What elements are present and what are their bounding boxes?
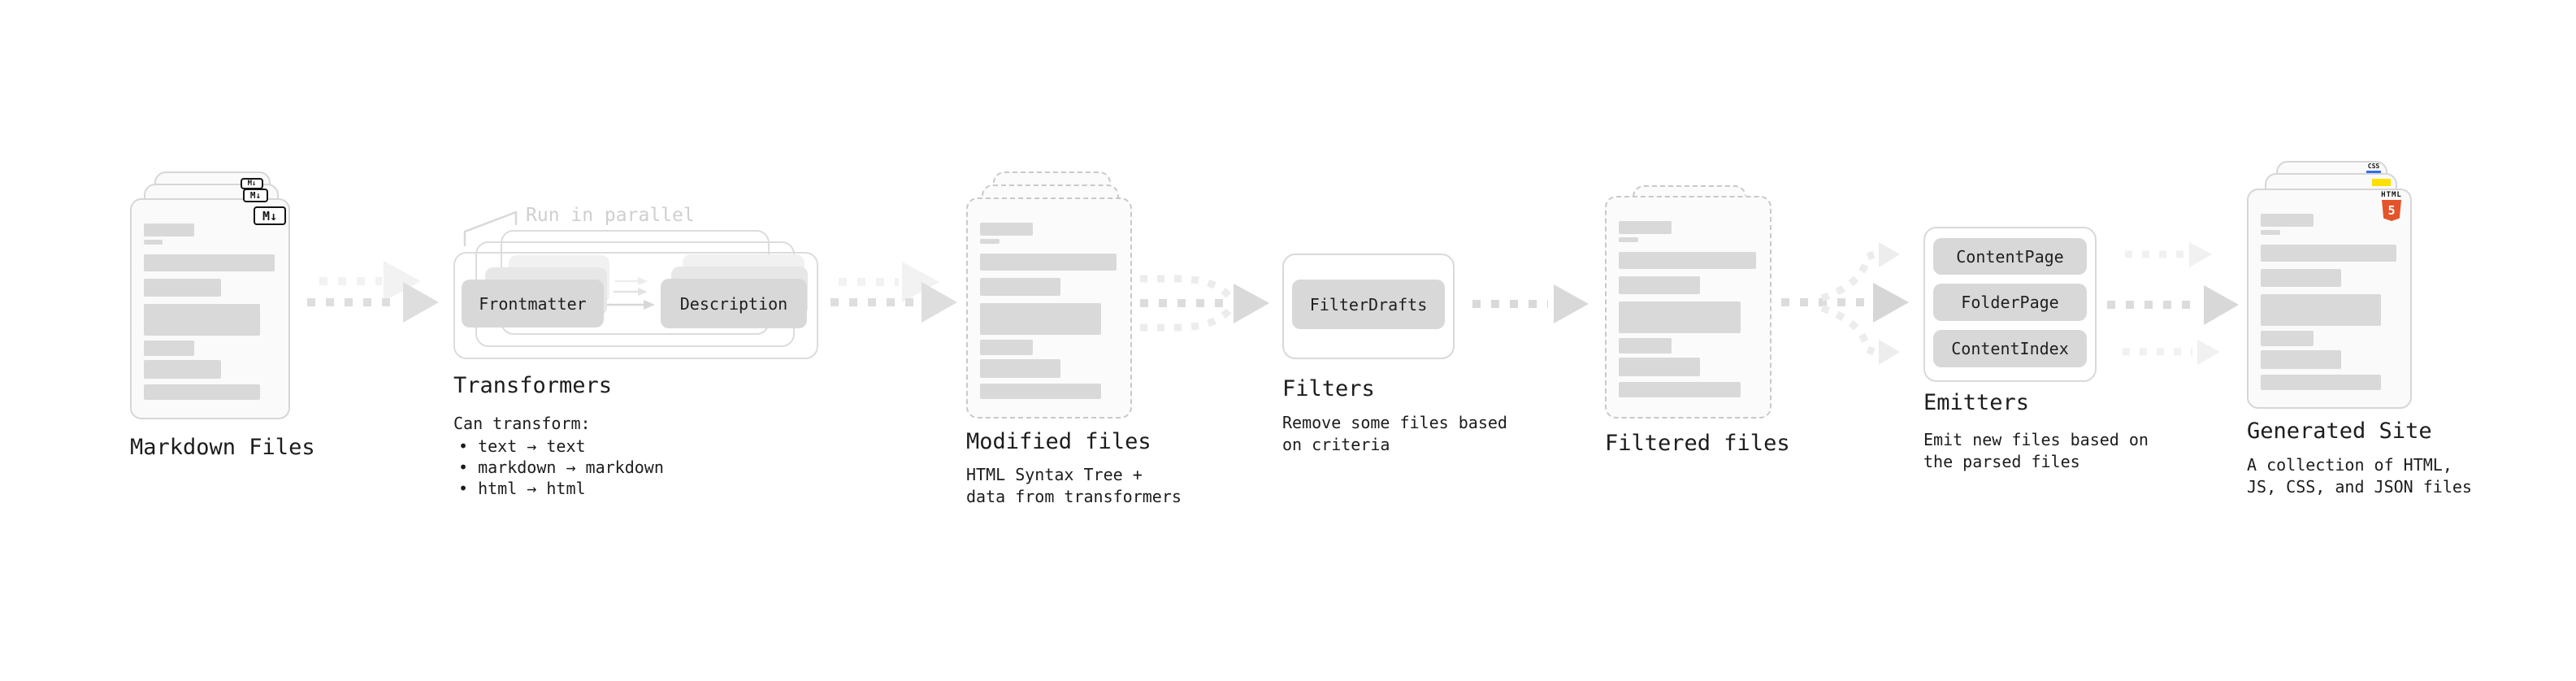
contentpage-node: ContentPage [1933, 238, 2087, 275]
skeleton-bar [2261, 214, 2314, 227]
caption-line: HTML Syntax Tree + [966, 465, 1143, 484]
skeleton-bar [1619, 252, 1756, 269]
skeleton-bar [144, 223, 195, 236]
caption-line: Emit new files based on [1923, 430, 2149, 449]
css-icon-underline [2366, 171, 2381, 173]
modified-file-card-front [966, 197, 1132, 419]
generated-site-label: Generated Site [2247, 419, 2432, 444]
arrow-emitters-to-site [2107, 242, 2239, 365]
skeleton-bar [2261, 331, 2314, 346]
skeleton-bar [144, 254, 275, 271]
transformers-bullet: • html → html [458, 479, 586, 498]
document-skeleton [980, 223, 1119, 399]
skeleton-bar [2261, 245, 2396, 262]
contentindex-node: ContentIndex [1933, 330, 2087, 367]
skeleton-bar [1619, 338, 1672, 354]
html5-icon: HTML 5 [2381, 192, 2402, 221]
skeleton-bar [144, 304, 260, 336]
skeleton-bar [980, 359, 1061, 378]
skeleton-bar [980, 384, 1101, 399]
filtered-file-card-front [1605, 196, 1772, 419]
filters-label: Filters [1282, 376, 1375, 401]
caption-line: the parsed files [1923, 452, 2080, 471]
folderpage-node: FolderPage [1933, 284, 2087, 321]
filters-caption: Remove some files based on criteria [1282, 412, 1507, 456]
skeleton-bar [2261, 375, 2381, 390]
skeleton-bar [980, 340, 1033, 355]
html5-icon-shield: 5 [2382, 200, 2401, 221]
markdown-files-label: Markdown Files [130, 435, 315, 460]
transformers-label: Transformers [453, 373, 613, 398]
arrow-markdown-to-transformers [307, 261, 439, 323]
arrow-modified-to-filters [1140, 275, 1269, 332]
document-skeleton [2261, 214, 2399, 390]
skeleton-bar [980, 254, 1117, 271]
skeleton-bar [144, 340, 195, 356]
filterdrafts-node: FilterDrafts [1292, 280, 1445, 329]
markdown-icon: M↓ [254, 206, 286, 225]
transformers-bullet: • text → text [458, 436, 586, 456]
skeleton-bar [1619, 358, 1700, 376]
skeleton-bar [1619, 276, 1700, 294]
skeleton-bar [144, 384, 260, 400]
caption-line: A collection of HTML, [2247, 455, 2452, 475]
skeleton-bar [2261, 350, 2341, 369]
js-file-icon [2372, 179, 2391, 186]
skeleton-bar [1619, 221, 1672, 234]
frontmatter-node: Frontmatter [462, 280, 604, 327]
skeleton-bar [2261, 294, 2381, 326]
generated-site-caption: A collection of HTML,JS, CSS, and JSON f… [2247, 454, 2472, 498]
css-file-icon: CSS [2366, 163, 2381, 173]
caption-line: Remove some files based [1282, 413, 1507, 432]
markdown-icon: M↓ [241, 178, 263, 189]
skeleton-bar [980, 239, 1000, 244]
markdown-file-card-front [130, 198, 290, 419]
modified-files-caption: HTML Syntax Tree + data from transformers [966, 464, 1182, 508]
skeleton-bar [144, 360, 222, 379]
transformers-caption-title: Can transform: [453, 414, 591, 433]
skeleton-bar [980, 303, 1101, 335]
css-icon-label: CSS [2367, 163, 2380, 170]
html5-icon-number: 5 [2387, 203, 2396, 218]
caption-line: on criteria [1282, 435, 1390, 454]
skeleton-bar [144, 240, 163, 245]
html5-icon-label: HTML [2381, 191, 2402, 199]
skeleton-bar [1619, 237, 1639, 242]
skeleton-bar [2261, 230, 2280, 235]
skeleton-bar [980, 278, 1061, 296]
markdown-icon: M↓ [243, 189, 268, 202]
arrow-filters-to-filtered [1472, 284, 1589, 323]
modified-files-label: Modified files [966, 429, 1151, 454]
arrow-filtered-to-emitters [1781, 242, 1909, 365]
skeleton-bar [1619, 301, 1741, 333]
emitters-label: Emitters [1923, 390, 2030, 415]
document-skeleton [144, 223, 277, 400]
transformers-frame-front [453, 252, 818, 359]
emitters-caption: Emit new files based on the parsed files [1923, 429, 2149, 473]
description-node: Description [661, 279, 807, 328]
site-file-card-front [2247, 189, 2412, 409]
filtered-files-label: Filtered files [1605, 431, 1790, 456]
document-skeleton [1619, 221, 1759, 397]
caption-line: JS, CSS, and JSON files [2247, 477, 2472, 497]
skeleton-bar [144, 279, 222, 297]
arrow-transformers-to-modified [830, 262, 957, 323]
skeleton-bar [1619, 382, 1741, 397]
caption-line: data from transformers [966, 487, 1182, 506]
skeleton-bar [980, 223, 1033, 236]
transformers-bullet: • markdown → markdown [458, 458, 664, 477]
skeleton-bar [2261, 269, 2341, 287]
run-in-parallel-annotation: Run in parallel [526, 205, 695, 226]
